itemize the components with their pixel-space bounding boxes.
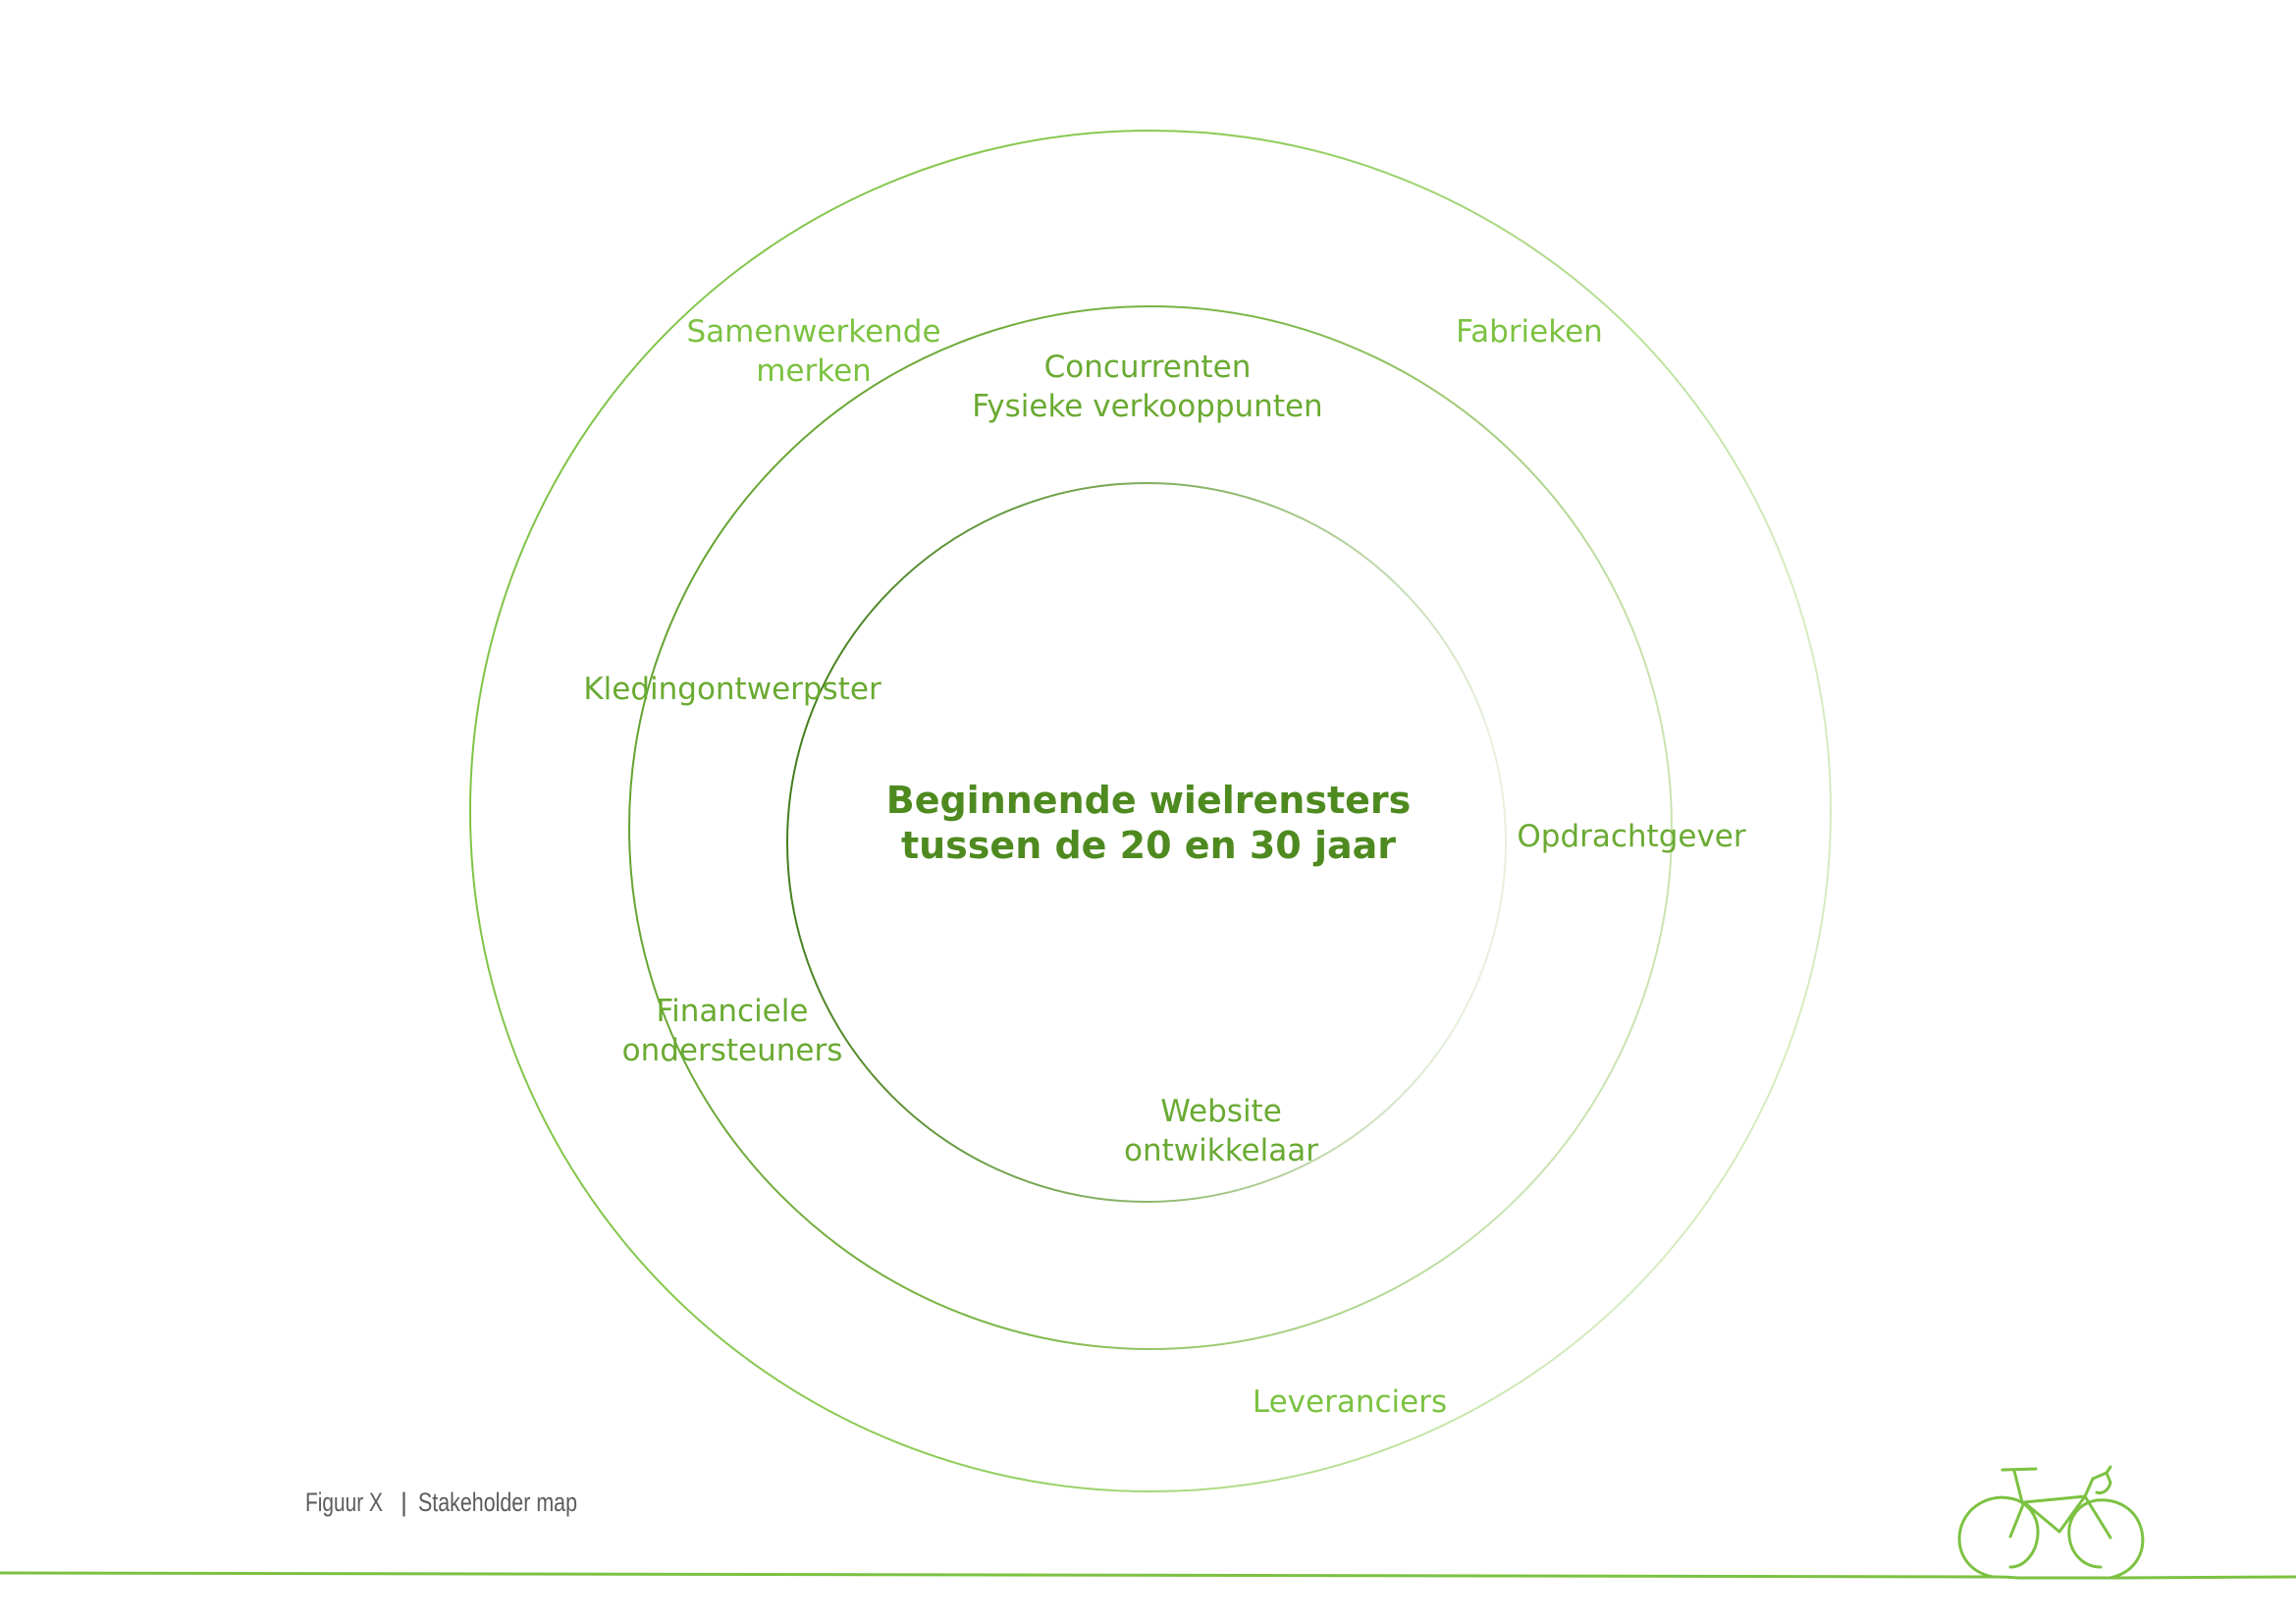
outer-ring <box>469 130 1832 1492</box>
label-samenwerkende-merken-line1: Samenwerkende <box>686 314 940 350</box>
label-website-ontwikkelaar-line2: ontwikkelaar <box>1124 1133 1318 1168</box>
label-leveranciers: Leveranciers <box>1253 1384 1447 1420</box>
center-target-group-line1: Beginnende wielrensters <box>886 779 1412 822</box>
figure-number: Figuur X <box>305 1488 383 1517</box>
label-samenwerkende-merken-line2: merken <box>756 353 872 389</box>
caption-separator: | <box>400 1488 407 1517</box>
label-opdrachtgever: Opdrachtgever <box>1517 819 1746 854</box>
ground-line <box>0 1571 2296 1580</box>
figure-title: Stakeholder map <box>418 1488 577 1517</box>
label-website-ontwikkelaar-line1: Website <box>1160 1094 1282 1129</box>
label-fabrieken: Fabrieken <box>1456 314 1603 350</box>
label-financiele-ondersteuners-line2: ondersteuners <box>622 1033 843 1068</box>
inner-ring <box>786 482 1507 1203</box>
bicycle-icon <box>1957 1465 2145 1580</box>
middle-ring <box>628 305 1673 1350</box>
label-fysieke-verkooppunten: Fysieke verkooppunten <box>972 389 1322 424</box>
label-financiele-ondersteuners-line1: Financiele <box>657 994 809 1029</box>
center-target-group-line2: tussen de 20 en 30 jaar <box>901 824 1396 867</box>
label-kledingontwerpster: Kledingontwerpster <box>583 672 881 707</box>
label-concurrenten: Concurrenten <box>1044 350 1252 385</box>
